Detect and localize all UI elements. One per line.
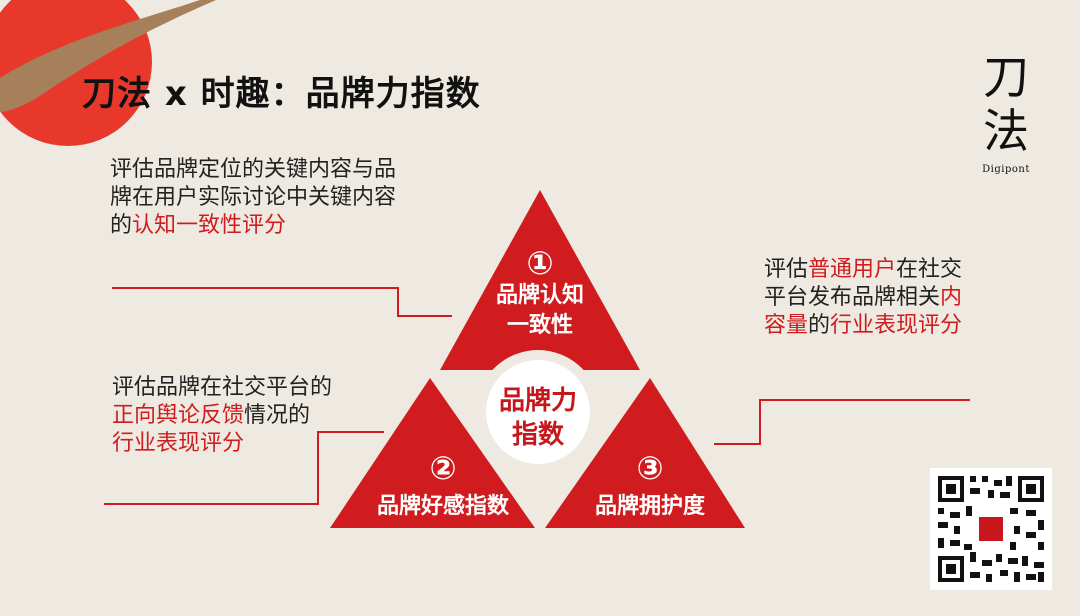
segment-3-number: ③ [575, 450, 725, 486]
description-2-highlight-3: 行业表现评分 [830, 313, 962, 338]
segment-1-label: ① 品牌认知 一致性 [470, 245, 610, 341]
description-3-highlight-1: 正向舆论反馈 [112, 403, 244, 428]
segment-3-label: ③ 品牌拥护度 [575, 450, 725, 522]
description-2-part-3: 的 [808, 313, 830, 338]
description-1-highlight: 认知一致性 [132, 213, 242, 238]
segment-3-line-1: 品牌拥护度 [575, 492, 725, 522]
description-3-part-1: 评估品牌在社交平台的 [112, 375, 332, 400]
description-1: 评估品牌定位的关键内容与品牌在用户实际讨论中关键内容的认知一致性评分 [110, 156, 400, 240]
segment-1-number: ① [470, 245, 610, 281]
segment-1-line-2: 一致性 [470, 311, 610, 341]
center-label: 品牌力 指数 [488, 384, 588, 452]
center-label-line-2: 指数 [488, 418, 588, 452]
description-3-highlight-2: 行业表现评分 [112, 431, 244, 456]
segment-2-label: ② 品牌好感指数 [358, 450, 528, 522]
description-1-after: 评分 [242, 213, 286, 238]
description-2: 评估普通用户在社交平台发布品牌相关内容量的行业表现评分 [764, 256, 974, 340]
qr-code[interactable] [930, 468, 1052, 590]
description-3-part-2: 情况的 [244, 403, 310, 428]
connector-line-1 [112, 288, 452, 316]
description-2-highlight-1: 普通用户 [808, 257, 896, 282]
segment-1-line-1: 品牌认知 [470, 281, 610, 311]
segment-2-number: ② [358, 450, 528, 486]
connector-line-2 [714, 400, 970, 444]
segment-2-line-1: 品牌好感指数 [358, 492, 528, 522]
qr-center-logo [978, 516, 1004, 542]
description-3: 评估品牌在社交平台的正向舆论反馈情况的行业表现评分 [112, 374, 332, 458]
description-2-part-1: 评估 [764, 257, 808, 282]
center-label-line-1: 品牌力 [488, 384, 588, 418]
